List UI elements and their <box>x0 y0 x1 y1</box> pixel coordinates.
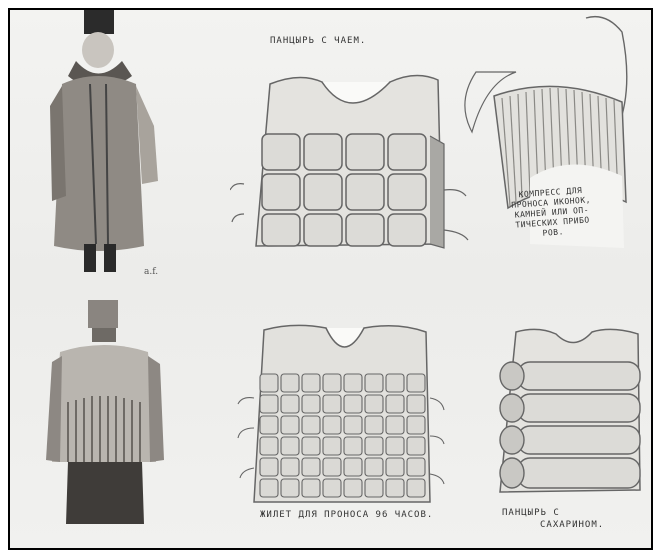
saccharin-armor-drawing <box>488 318 648 506</box>
svg-text:a.f.: a.f. <box>144 267 158 277</box>
illustration-frame: a.f. ПАНЦЫРЬ С ЧАЕМ. <box>8 8 653 550</box>
tea-armor-vest-drawing <box>230 64 470 260</box>
man-back-view-figure <box>32 292 182 542</box>
caption-compress: КОМПРЕСС ДЛЯ ПРОНОСА ИКОНОК, КАМНЕЙ ИЛИ … <box>510 185 593 240</box>
caption-saccharin-armor-line2: САХАРИНОМ. <box>540 520 604 530</box>
caption-tea-armor: ПАНЦЫРЬ С ЧАЕМ. <box>270 36 366 46</box>
watch-vest-drawing <box>234 318 446 514</box>
caption-watch-vest: ЖИЛЕТ ДЛЯ ПРОНОСА 96 ЧАСОВ. <box>260 510 433 520</box>
man-in-coat-figure: a.f. <box>32 8 182 286</box>
caption-saccharin-armor-line1: ПАНЦЫРЬ С <box>502 508 560 518</box>
